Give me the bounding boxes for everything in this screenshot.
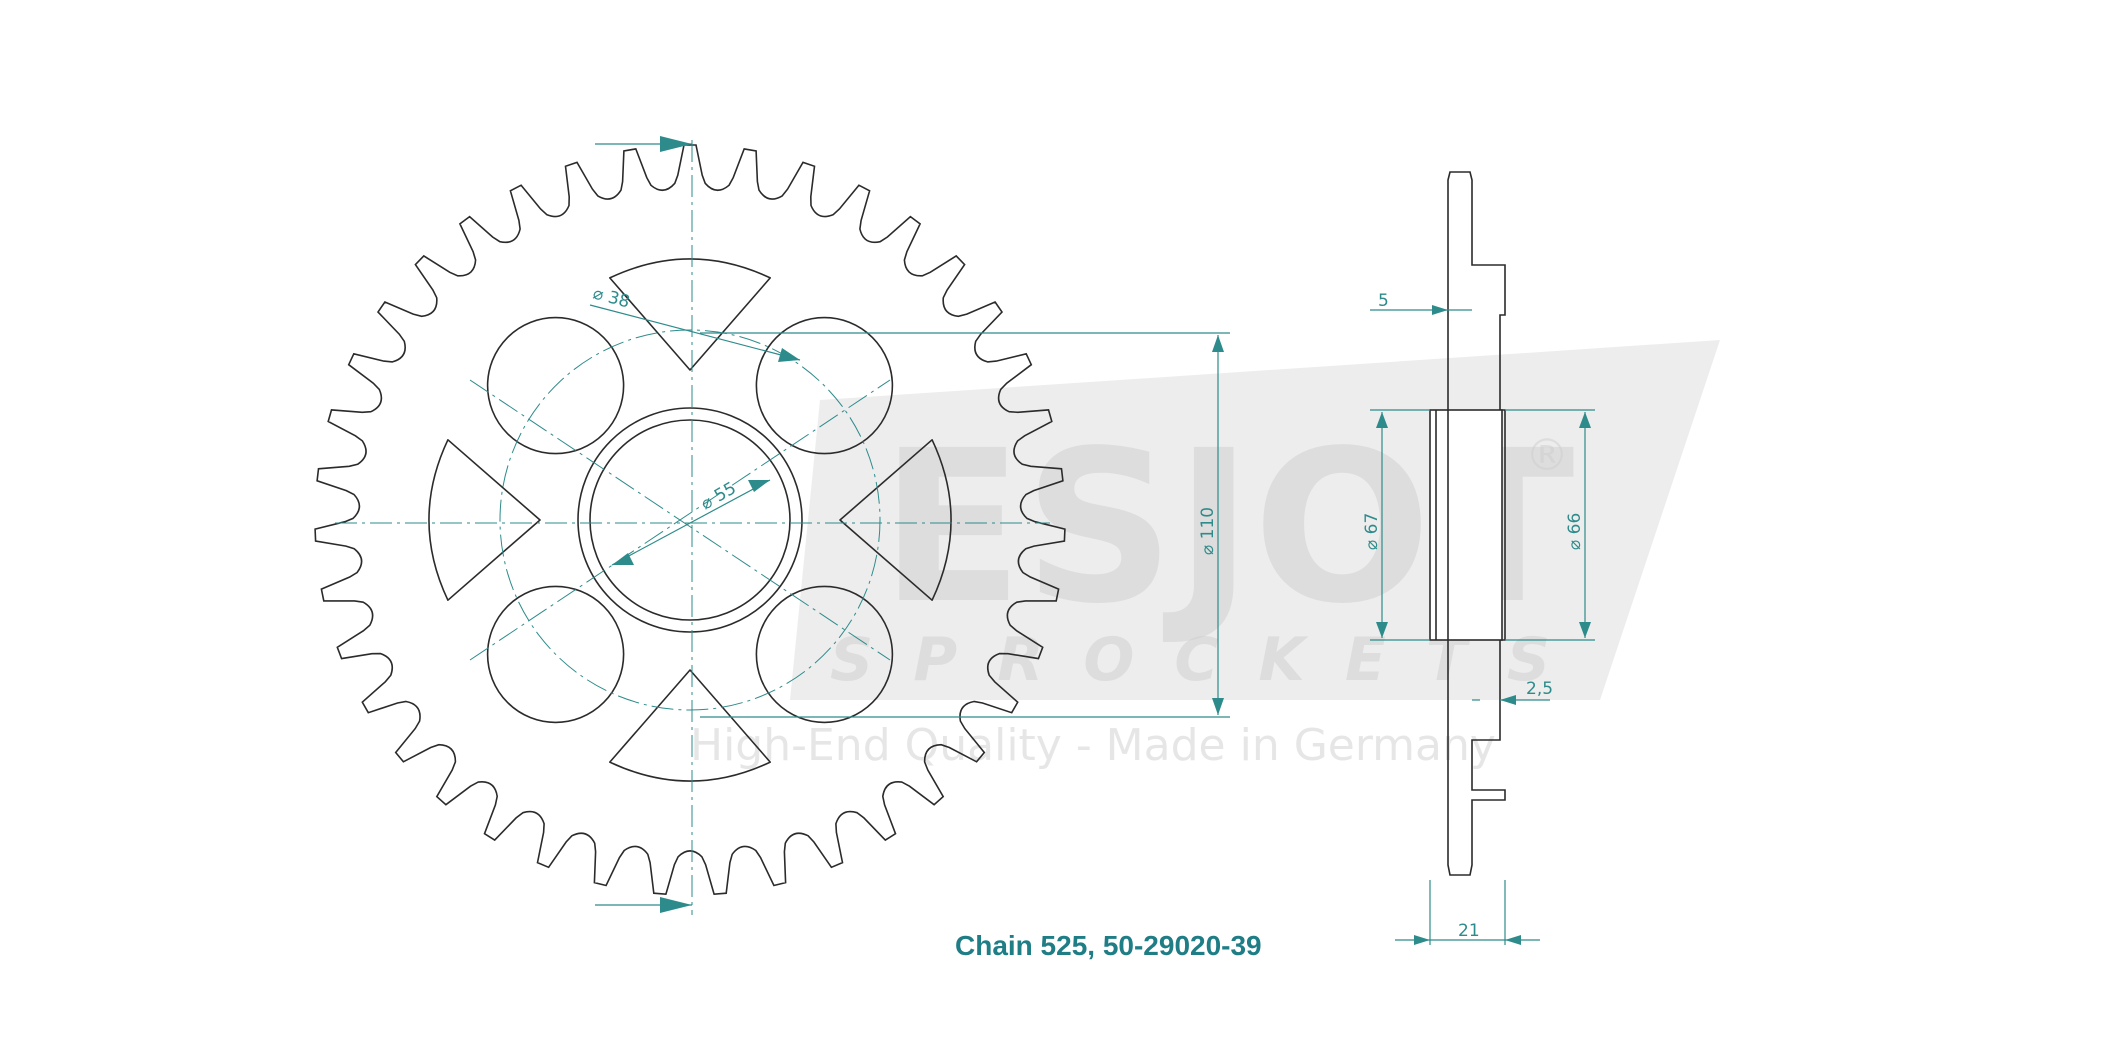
hub-right-diameter-label: ⌀ 66: [1565, 513, 1585, 550]
bolt-circle: [499, 329, 881, 711]
center-bore-inner: [589, 419, 791, 621]
front-dimensions: ⌀ 38 ⌀ 55 ⌀ 110: [589, 284, 1230, 718]
hub-bore-section: [1429, 409, 1503, 641]
lightening-hole: [428, 439, 541, 601]
part-caption: Chain 525, 50-29020-39: [955, 930, 1262, 961]
watermark-tagline: High-End Quality - Made in Germany: [690, 720, 1496, 771]
hub-left-diameter-label: ⌀ 67: [1362, 513, 1382, 550]
center-bore-outer: [577, 407, 803, 633]
bolt-hole: [486, 316, 625, 455]
lightening-hole: [609, 258, 771, 371]
bolt-hole: [755, 316, 894, 455]
lightening-hole: [609, 669, 771, 782]
offset-label: 5: [1378, 291, 1389, 311]
side-dimensions: 5 ⌀ 67 ⌀ 66 2,5 21: [1362, 291, 1595, 945]
lightening-holes: [428, 258, 952, 782]
side-view: [1429, 171, 1506, 876]
bolt-hole: [755, 585, 894, 724]
section-arrows: [595, 136, 692, 913]
diagonal-centerline-2: [469, 379, 891, 661]
lightening-hole: [839, 439, 952, 601]
bolt-holes: [486, 316, 894, 724]
overall-width-label: 21: [1458, 921, 1480, 941]
bolt-hole: [486, 585, 625, 724]
bolt-circle-diameter-label: ⌀ 110: [1198, 507, 1218, 555]
center-bore-diameter-label: ⌀ 55: [698, 478, 740, 514]
watermark-registered: ®: [1525, 430, 1569, 481]
thickness-label: 2,5: [1526, 679, 1553, 699]
front-view: [314, 140, 1066, 915]
sprocket-teeth-outline: [314, 144, 1066, 896]
bolt-hole-diameter-label: ⌀ 38: [591, 284, 632, 313]
